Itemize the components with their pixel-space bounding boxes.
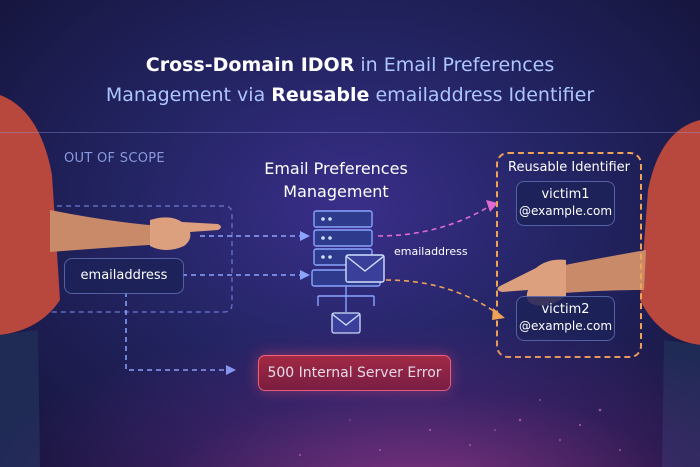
arrowhead-envelope [300,270,310,280]
right-pointing-hand-icon [497,259,566,306]
victim2-node: victim2 @example.com [516,296,615,341]
arrow-to-error [125,292,226,371]
edge-label-emailaddress: emailaddress [394,245,468,258]
pointing-hand-icon [150,217,221,250]
small-envelope-icon [331,312,361,334]
arrow-to-victim2 [385,279,499,315]
title-text-2: Management via [105,84,272,106]
background-sparkles [299,399,621,456]
right-person-illustration [552,120,700,467]
title-line-2: Management via Reusable emailaddress Ide… [0,80,700,110]
arrowhead-victim1 [486,200,498,212]
arrowhead-victim2 [492,308,505,320]
out-of-scope-bracket [30,205,233,313]
error-badge: 500 Internal Server Error [258,355,451,391]
title-text-1: in Email Preferences [354,54,555,76]
victim2-name: victim2 [541,302,590,317]
title-emphasis-2: Reusable [271,84,370,106]
title-line-1: Cross-Domain IDOR in Email Preferences [0,50,700,80]
victim1-node: victim1 @example.com [516,181,615,226]
left-person-illustration [0,95,165,467]
arrowhead-server [300,231,310,241]
service-title: Email Preferences Management [236,157,436,203]
reusable-identifier-group: Reusable Identifier [496,152,642,358]
arrow-to-victim1 [377,205,491,237]
emailaddress-node: emailaddress [64,258,184,294]
out-of-scope-label: OUT OF SCOPE [64,151,165,166]
victim1-domain: @example.com [518,204,613,218]
service-title-line-2: Management [283,182,389,201]
victim2-domain: @example.com [518,319,613,333]
title-text-3: emailaddress Identifier [369,84,595,106]
header-divider [0,132,700,133]
reusable-identifier-label: Reusable Identifier [508,160,630,175]
server-connector [317,286,375,312]
diagram-title: Cross-Domain IDOR in Email Preferences M… [0,50,700,110]
arrowhead-error [226,365,236,375]
service-title-line-1: Email Preferences [264,159,408,178]
victim1-name: victim1 [541,187,590,202]
envelope-icon [345,254,385,283]
title-emphasis-1: Cross-Domain IDOR [145,54,355,76]
